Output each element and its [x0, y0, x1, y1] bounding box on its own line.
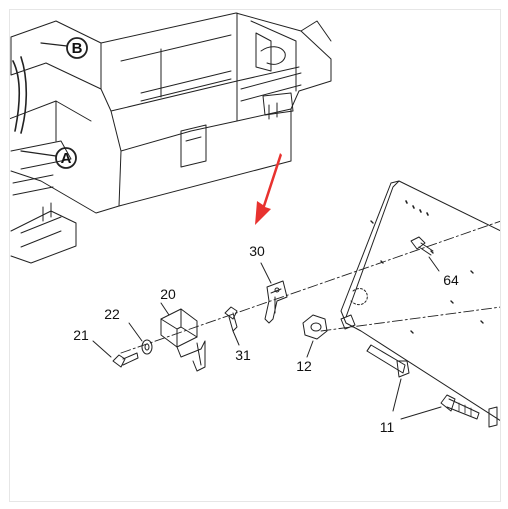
washer-22 [128, 322, 153, 355]
callout-b-label: B [72, 40, 83, 57]
part-label-64: 64 [443, 272, 459, 288]
diagram-frame: B A 30 20 22 21 31 12 64 11 [9, 9, 501, 502]
machine-frame [10, 12, 332, 264]
bolt-64 [410, 236, 440, 272]
assembly-centerline-lower [320, 306, 500, 332]
bolt-11-lower [400, 394, 498, 428]
red-pointer-arrow-icon [255, 153, 282, 225]
part-label-31: 31 [235, 347, 251, 363]
exploded-parts-diagram: B A 30 20 22 21 31 12 64 11 [10, 12, 500, 435]
bolt-21 [92, 340, 139, 368]
latch-30 [260, 262, 288, 324]
part-label-30: 30 [249, 243, 265, 259]
part-label-21: 21 [73, 327, 89, 343]
callout-b-circle [40, 37, 88, 59]
part-label-11: 11 [380, 419, 395, 435]
bracket-20 [160, 302, 206, 372]
bolt-31 [224, 306, 240, 346]
part-label-22: 22 [104, 306, 120, 322]
bolt-11-upper [366, 344, 410, 412]
spacer [340, 314, 356, 330]
assembly-centerline [120, 220, 500, 354]
part-label-12: 12 [296, 358, 312, 374]
side-panel [340, 180, 500, 421]
part-label-20: 20 [160, 286, 176, 302]
callout-a-label: A [61, 150, 72, 167]
callout-a-circle [20, 147, 77, 169]
nut-12 [302, 314, 328, 358]
